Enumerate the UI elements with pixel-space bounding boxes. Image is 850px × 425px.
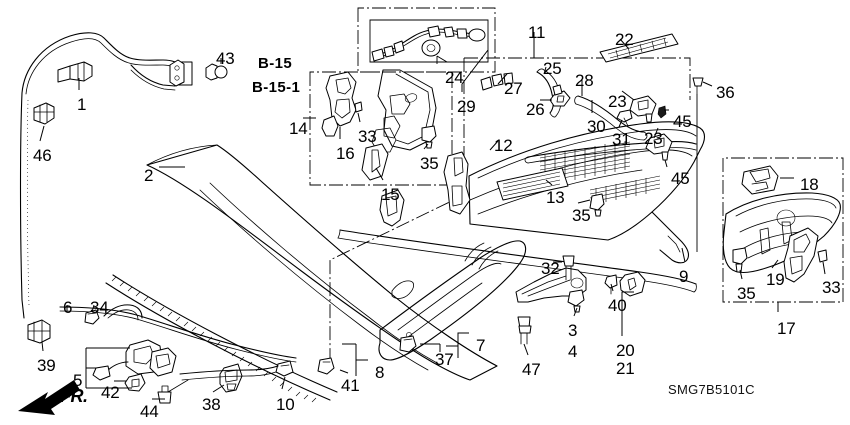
callout-number-8[interactable]: 8	[375, 363, 385, 382]
callout-number-35[interactable]: 35	[572, 206, 591, 225]
callout-number-1[interactable]: 1	[77, 95, 87, 114]
reference-label-b-15[interactable]: B-15	[258, 55, 293, 72]
callout-number-19[interactable]: 19	[766, 270, 785, 289]
callout-number-22[interactable]: 22	[615, 30, 634, 49]
callout-number-47[interactable]: 47	[522, 360, 541, 379]
callout-number-15[interactable]: 15	[381, 185, 400, 204]
callout-number-12[interactable]: 12	[494, 136, 513, 155]
callout-number-14[interactable]: 14	[289, 119, 308, 138]
callout-number-16[interactable]: 16	[336, 144, 355, 163]
callout-number-39[interactable]: 39	[37, 356, 56, 375]
callout-number-36[interactable]: 36	[716, 83, 735, 102]
callout-number-40[interactable]: 40	[608, 296, 627, 315]
callout-number-23[interactable]: 23	[644, 129, 663, 148]
callout-number-34[interactable]: 34	[90, 298, 109, 317]
diagram-id-code: SMG7B5101C	[668, 382, 755, 397]
callout-number-2[interactable]: 2	[144, 166, 154, 185]
callout-number-30[interactable]: 30	[587, 117, 606, 136]
callout-number-7[interactable]: 7	[476, 336, 486, 355]
callout-number-28[interactable]: 28	[575, 71, 594, 90]
callout-number-29[interactable]: 29	[457, 97, 476, 116]
callout-number-21[interactable]: 21	[616, 359, 635, 378]
callout-number-18[interactable]: 18	[800, 175, 819, 194]
callout-number-37[interactable]: 37	[435, 350, 454, 369]
callout-number-13[interactable]: 13	[546, 188, 565, 207]
callout-number-4[interactable]: 4	[568, 342, 578, 361]
callout-number-25[interactable]: 25	[543, 59, 562, 78]
callout-number-24[interactable]: 24	[445, 68, 464, 87]
callout-number-17[interactable]: 17	[777, 319, 796, 338]
callout-number-35[interactable]: 35	[737, 284, 756, 303]
callout-number-42[interactable]: 42	[101, 383, 120, 402]
callout-number-5[interactable]: 5	[73, 371, 83, 390]
callout-number-43[interactable]: 43	[216, 49, 235, 68]
callout-number-6[interactable]: 6	[63, 298, 73, 317]
callout-number-35[interactable]: 35	[420, 154, 439, 173]
callout-number-3[interactable]: 3	[568, 321, 578, 340]
callout-number-33[interactable]: 33	[822, 278, 841, 297]
callout-number-27[interactable]: 27	[504, 79, 523, 98]
callout-number-23[interactable]: 23	[608, 92, 627, 111]
callout-number-20[interactable]: 20	[616, 341, 635, 360]
callout-number-46[interactable]: 46	[33, 146, 52, 165]
callout-number-41[interactable]: 41	[341, 376, 360, 395]
callout-number-9[interactable]: 9	[679, 267, 689, 286]
callout-number-33[interactable]: 33	[358, 127, 377, 146]
callout-number-31[interactable]: 31	[612, 130, 631, 149]
callout-number-45[interactable]: 45	[673, 112, 692, 131]
callout-number-32[interactable]: 32	[541, 259, 560, 278]
callout-number-10[interactable]: 10	[276, 395, 295, 414]
front-direction-label: FR.	[60, 386, 88, 406]
callout-number-45[interactable]: 45	[671, 169, 690, 188]
callout-number-38[interactable]: 38	[202, 395, 221, 414]
reference-label-b-15-1[interactable]: B-15-1	[252, 79, 301, 96]
callout-number-44[interactable]: 44	[140, 402, 159, 421]
callout-number-11[interactable]: 11	[528, 23, 546, 42]
callout-number-26[interactable]: 26	[526, 100, 545, 119]
